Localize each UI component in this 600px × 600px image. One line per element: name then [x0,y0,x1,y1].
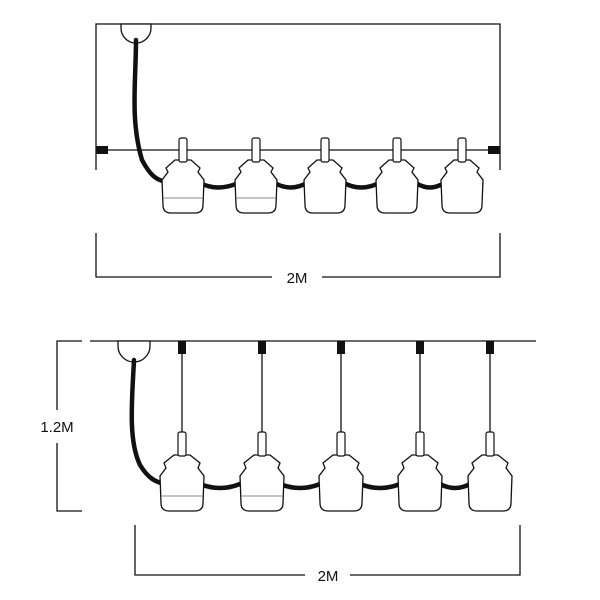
lamp-clip [178,137,188,163]
bottom-view: 1.2M 2M [40,340,536,585]
lamp-shade [303,159,347,214]
lamp [467,341,513,512]
rail-end-left [96,146,108,154]
height-label: 1.2M [40,419,73,436]
lamp-link-cable [197,180,447,190]
lamp [375,137,419,214]
lamp-clip [457,137,467,163]
lamp-shade [161,159,205,214]
ceiling-mount [337,341,345,354]
lamp [397,341,443,512]
lamp [161,137,205,214]
lamp [318,341,364,512]
lamp-clip [336,431,346,457]
lamp [159,341,205,512]
lamp-clip [392,137,402,163]
height-dimension-line [56,340,82,512]
lamp-shade [397,454,443,512]
top-frame [95,23,501,170]
lamp-link-cable [197,481,473,491]
lamp [234,137,278,214]
ceiling-mount [416,341,424,354]
ceiling-mount [178,341,186,354]
bottom-width-label: 2M [318,568,339,585]
lamp-shade [239,454,285,512]
top-width-label: 2M [287,270,308,287]
top-width-dimension-line [95,233,501,278]
lamp-shade [375,159,419,214]
lamp-shade [159,454,205,512]
lamp [239,341,285,512]
lamp-shade [467,454,513,512]
lamp-shade [234,159,278,214]
top-view: 2M [95,23,501,287]
lamp-shade [440,159,484,214]
feed-cable [129,357,168,487]
ceiling-mount [258,341,266,354]
feed-cable [132,37,169,185]
lamp-clip [320,137,330,163]
ceiling-mount [486,341,494,354]
lamp-clip [177,431,187,457]
lamp-clip [485,431,495,457]
bottom-width-dimension-line [134,525,521,576]
lamp [440,137,484,214]
lamp-clip [251,137,261,163]
lamp-shade [318,454,364,512]
lamp [303,137,347,214]
lamp-clip [415,431,425,457]
lamp-clip [257,431,267,457]
rail-end-right [488,146,500,154]
